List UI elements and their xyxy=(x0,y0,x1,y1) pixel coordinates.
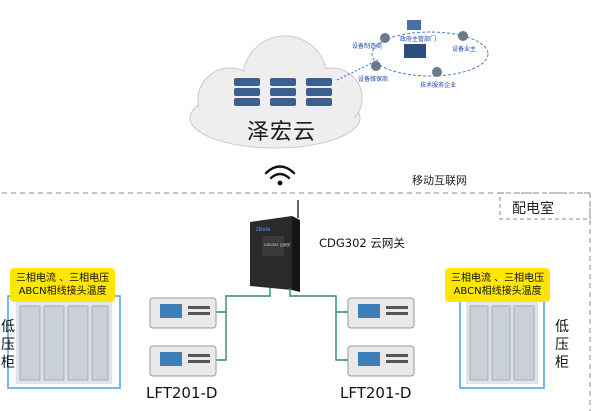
right-device-label: LFT201-D xyxy=(340,384,412,402)
stakeholder-label: 设备维保商 xyxy=(358,76,389,83)
right-cabinet xyxy=(466,302,538,384)
gateway-screen-text: CDG302 云网关 xyxy=(264,243,291,247)
left-cabinet-label-char: 压 xyxy=(1,337,15,353)
right-tag-line2: ABCN相线接头温度 xyxy=(453,286,542,297)
meter-device-right-bottom xyxy=(347,345,415,377)
meter-device-left-top xyxy=(149,297,217,329)
left-device-label: LFT201-D xyxy=(146,384,218,402)
left-cabinet-label-char: 低 xyxy=(1,319,15,335)
room-label-box xyxy=(499,192,591,220)
meter-device-left-bottom xyxy=(149,345,217,377)
right-cabinet-label-char: 低 xyxy=(555,319,569,335)
room-label: 配电室 xyxy=(512,201,554,217)
left-measurement-tag: 三相电流 、三相电压 ABCN相线接头温度 xyxy=(10,268,116,302)
right-tag-line1: 三相电流 、三相电压 xyxy=(451,273,545,284)
cloud-title: 泽宏云 xyxy=(247,120,317,145)
server-icon xyxy=(234,78,332,106)
right-measurement-tag: 三相电流 、三相电压 ABCN相线接头温度 xyxy=(445,268,551,302)
stakeholder-label: 政府主管部门 xyxy=(400,36,437,43)
left-tag-line2: ABCN相线接头温度 xyxy=(18,286,107,297)
left-cabinet-label-char: 柜 xyxy=(1,355,15,371)
bus-lines xyxy=(216,288,348,361)
right-cabinet-label: 低 压 柜 xyxy=(554,318,570,372)
network-label: 移动互联网 xyxy=(412,174,467,187)
gateway-device xyxy=(250,200,300,292)
stakeholder-label: 技术服务企业 xyxy=(420,82,457,89)
left-cabinet xyxy=(16,302,112,384)
stakeholder-label: 设备制造商 xyxy=(352,43,383,50)
gateway-brand: ZERUN xyxy=(256,227,270,232)
right-cabinet-label-char: 压 xyxy=(555,337,569,353)
meter-device-right-top xyxy=(347,297,415,329)
right-cabinet-label-char: 柜 xyxy=(555,355,569,371)
wifi-icon xyxy=(264,165,296,186)
left-tag-line1: 三相电流 、三相电压 xyxy=(16,273,110,284)
stakeholder-ring xyxy=(371,31,489,77)
left-cabinet-label: 低 压 柜 xyxy=(0,318,16,372)
stakeholder-label: 设备业主 xyxy=(452,46,477,53)
gateway-label: CDG302 云网关 xyxy=(319,236,405,250)
